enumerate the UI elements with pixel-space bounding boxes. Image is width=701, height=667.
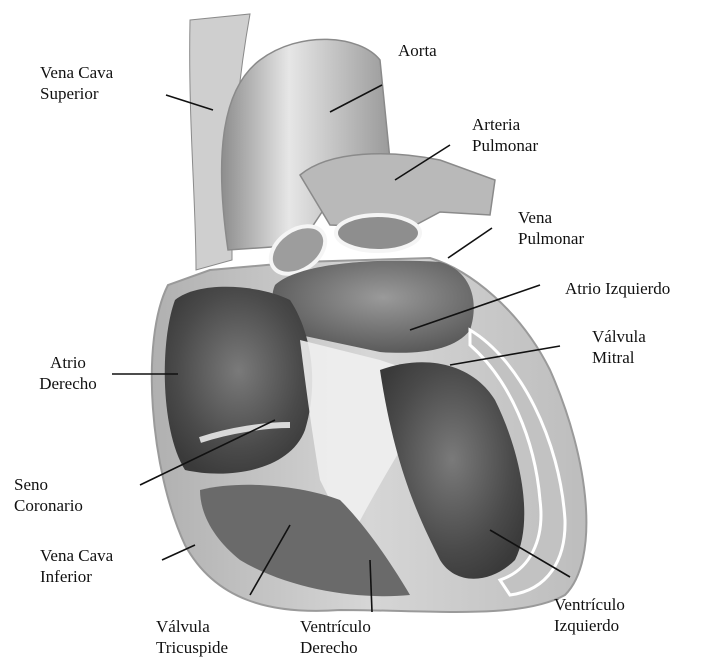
label-valvula-tricuspide-line2: Tricuspide <box>156 637 228 658</box>
label-valvula-mitral: Válvula Mitral <box>592 326 646 368</box>
label-arteria-pulmonar-line1: Arteria <box>472 114 538 135</box>
label-valvula-mitral-line1: Válvula <box>592 326 646 347</box>
label-vena-cava-inferior-line1: Vena Cava <box>40 545 113 566</box>
label-ventriculo-derecho: Ventrículo Derecho <box>300 616 371 658</box>
label-valvula-tricuspide-line1: Válvula <box>156 616 228 637</box>
label-arteria-pulmonar-line2: Pulmonar <box>472 135 538 156</box>
label-atrio-derecho-line1: Atrio <box>22 352 114 373</box>
label-aorta-text: Aorta <box>398 40 437 61</box>
label-seno-coronario-line2: Coronario <box>14 495 83 516</box>
label-vena-cava-superior: Vena Cava Superior <box>40 62 113 104</box>
label-atrio-izquierdo: Atrio Izquierdo <box>565 278 670 299</box>
label-vena-pulmonar-line1: Vena <box>518 207 584 228</box>
label-vena-pulmonar: Vena Pulmonar <box>518 207 584 249</box>
label-atrio-izquierdo-text: Atrio Izquierdo <box>565 278 670 299</box>
label-vena-cava-superior-line1: Vena Cava <box>40 62 113 83</box>
label-valvula-tricuspide: Válvula Tricuspide <box>156 616 228 658</box>
label-atrio-derecho: Atrio Derecho <box>22 352 114 394</box>
right-atrium-chamber <box>165 287 312 474</box>
label-arteria-pulmonar: Arteria Pulmonar <box>472 114 538 156</box>
label-ventriculo-izquierdo-line1: Ventrículo <box>554 594 625 615</box>
label-ventriculo-derecho-line1: Ventrículo <box>300 616 371 637</box>
leader-vena-pulmonar <box>448 228 492 258</box>
pulmonary-valve-ring <box>336 215 420 251</box>
label-seno-coronario-line1: Seno <box>14 474 83 495</box>
label-vena-cava-inferior-line2: Inferior <box>40 566 113 587</box>
label-vena-cava-inferior: Vena Cava Inferior <box>40 545 113 587</box>
label-ventriculo-izquierdo: Ventrículo Izquierdo <box>554 594 625 636</box>
label-vena-pulmonar-line2: Pulmonar <box>518 228 584 249</box>
label-ventriculo-izquierdo-line2: Izquierdo <box>554 615 625 636</box>
label-ventriculo-derecho-line2: Derecho <box>300 637 371 658</box>
label-seno-coronario: Seno Coronario <box>14 474 83 516</box>
label-atrio-derecho-line2: Derecho <box>22 373 114 394</box>
label-aorta: Aorta <box>398 40 437 61</box>
label-vena-cava-superior-line2: Superior <box>40 83 113 104</box>
label-valvula-mitral-line2: Mitral <box>592 347 646 368</box>
